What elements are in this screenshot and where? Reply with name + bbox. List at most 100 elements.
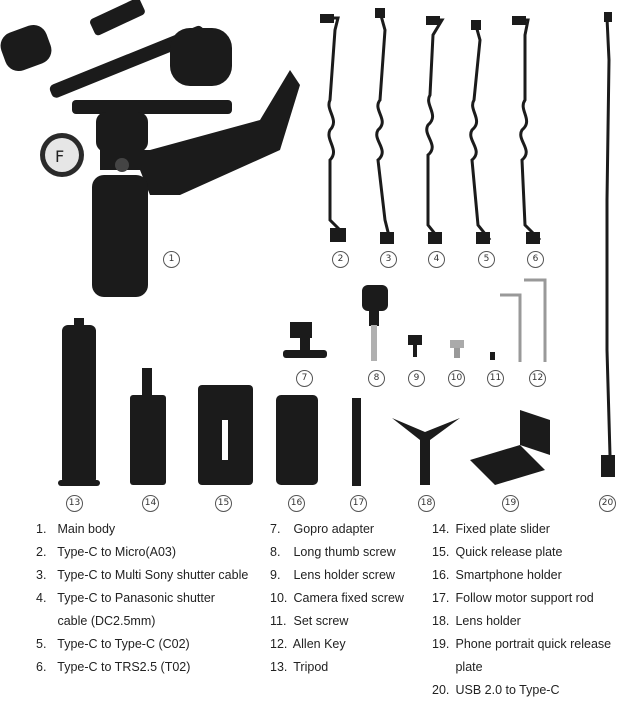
components-drawing: F xyxy=(0,0,615,486)
legend-item-number: 4. xyxy=(36,591,47,605)
legend-item-text: Type-C to Type-C (C02) xyxy=(57,637,190,651)
legend-item-text: Camera fixed screw xyxy=(293,591,404,605)
legend-item-text: Long thumb screw xyxy=(293,545,396,559)
legend-item-text: Phone portrait quick release xyxy=(455,637,612,651)
marker-12: 12 xyxy=(529,370,546,387)
legend-item-text: Quick release plate xyxy=(455,545,563,559)
legend-item: 5. Type-C to Type-C (C02) xyxy=(36,633,266,656)
legend-item-number: 14. xyxy=(432,522,450,536)
legend-item: 15. Quick release plate xyxy=(432,541,620,564)
marker-2: 2 xyxy=(332,251,349,268)
legend-item-text: Type-C to Micro(A03) xyxy=(57,545,177,559)
legend-column-1: 1. Main body 2. Type-C to Micro(A03) 3. … xyxy=(36,518,266,679)
legend-item-text: Smartphone holder xyxy=(455,568,562,582)
marker-13: 13 xyxy=(66,495,83,512)
legend-item-text: Allen Key xyxy=(292,637,346,651)
legend-item-text: Tripod xyxy=(293,660,329,674)
legend-item: 20. USB 2.0 to Type-C xyxy=(432,679,620,702)
legend-item: 11. Set screw xyxy=(270,610,420,633)
long-thumb-screw xyxy=(362,285,388,361)
marker-11: 11 xyxy=(487,370,504,387)
marker-15: 15 xyxy=(215,495,232,512)
legend-item: 2. Type-C to Micro(A03) xyxy=(36,541,266,564)
marker-18: 18 xyxy=(418,495,435,512)
marker-17: 17 xyxy=(350,495,367,512)
marker-16: 16 xyxy=(288,495,305,512)
gimbal-main-body: F xyxy=(0,0,300,297)
legend-item: 4. Type-C to Panasonic shutter xyxy=(36,587,266,610)
legend-item: 13. Tripod xyxy=(270,656,420,679)
marker-20: 20 xyxy=(599,495,616,512)
follow-motor-support-rod xyxy=(352,398,361,486)
legend-item-number: 5. xyxy=(36,637,47,651)
legend-item: 1. Main body xyxy=(36,518,266,541)
legend-item-text: Set screw xyxy=(293,614,349,628)
marker-3: 3 xyxy=(380,251,397,268)
legend-item-text: Lens holder screw xyxy=(293,568,395,582)
legend-item-number: 15. xyxy=(432,545,450,559)
set-screw xyxy=(490,352,495,360)
legend-item: 16. Smartphone holder xyxy=(432,564,620,587)
legend-item-text: Follow motor support rod xyxy=(455,591,594,605)
tripod xyxy=(58,318,100,486)
legend-item-text: Type-C to TRS2.5 (T02) xyxy=(57,660,191,674)
legend-item-number: 7. xyxy=(270,522,281,536)
legend-item: 19. Phone portrait quick release xyxy=(432,633,620,656)
marker-5: 5 xyxy=(478,251,495,268)
legend-item-number: 12. xyxy=(270,637,288,651)
marker-7: 7 xyxy=(296,370,313,387)
legend-item: cable (DC2.5mm) xyxy=(36,610,266,633)
legend-item-number: 3. xyxy=(36,568,47,582)
legend-item: 7. Gopro adapter xyxy=(270,518,420,541)
legend-item-text: Gopro adapter xyxy=(293,522,375,536)
marker-6: 6 xyxy=(527,251,544,268)
cable-connectors xyxy=(320,8,615,477)
legend-item-number: 17. xyxy=(432,591,450,605)
legend-item: 17. Follow motor support rod xyxy=(432,587,620,610)
legend-item: plate xyxy=(432,656,620,679)
legend-item: 12. Allen Key xyxy=(270,633,420,656)
legend-item: 14. Fixed plate slider xyxy=(432,518,620,541)
smartphone-holder xyxy=(276,395,318,485)
legend-item: 3. Type-C to Multi Sony shutter cable xyxy=(36,564,266,587)
legend-item-number: 2. xyxy=(36,545,47,559)
legend-item-text: cable (DC2.5mm) xyxy=(57,614,156,628)
legend-item-text: Fixed plate slider xyxy=(455,522,550,536)
legend-item-number: 9. xyxy=(270,568,281,582)
legend-item-number: 8. xyxy=(270,545,281,559)
marker-9: 9 xyxy=(408,370,425,387)
legend-item-number: 20. xyxy=(432,683,450,697)
legend-item: 8. Long thumb screw xyxy=(270,541,420,564)
legend-item-number: 13. xyxy=(270,660,288,674)
allen-key xyxy=(500,278,547,362)
legend-item-number: 10. xyxy=(270,591,288,605)
marker-1: 1 xyxy=(163,251,180,268)
fixed-plate-slider xyxy=(130,368,166,485)
cables-group xyxy=(323,11,612,456)
legend-item: 6. Type-C to TRS2.5 (T02) xyxy=(36,656,266,679)
legend-item-text: Type-C to Multi Sony shutter cable xyxy=(57,568,249,582)
legend-item: 18. Lens holder xyxy=(432,610,620,633)
product-illustration: F xyxy=(0,0,616,512)
legend-item-text: plate xyxy=(455,660,483,674)
marker-4: 4 xyxy=(428,251,445,268)
marker-8: 8 xyxy=(368,370,385,387)
lens-holder-screw xyxy=(408,335,422,357)
legend-item-text: Main body xyxy=(57,522,116,536)
legend-item-text: Lens holder xyxy=(455,614,521,628)
legend-item-number: 11. xyxy=(270,614,287,628)
phone-portrait-quick-release-plate xyxy=(470,410,550,485)
quick-release-plate xyxy=(198,385,253,485)
marker-14: 14 xyxy=(142,495,159,512)
legend-item-number: 18. xyxy=(432,614,450,628)
legend-item-text: Type-C to Panasonic shutter xyxy=(57,591,215,605)
marker-10: 10 xyxy=(448,370,465,387)
legend-item-number: 6. xyxy=(36,660,47,674)
lens-holder xyxy=(392,418,460,485)
marker-19: 19 xyxy=(502,495,519,512)
legend-item-text: USB 2.0 to Type-C xyxy=(455,683,560,697)
legend-item-number: 1. xyxy=(36,522,47,536)
gopro-adapter xyxy=(283,322,327,358)
svg-text:F: F xyxy=(55,147,64,166)
legend-column-3: 14. Fixed plate slider 15. Quick release… xyxy=(432,518,620,702)
